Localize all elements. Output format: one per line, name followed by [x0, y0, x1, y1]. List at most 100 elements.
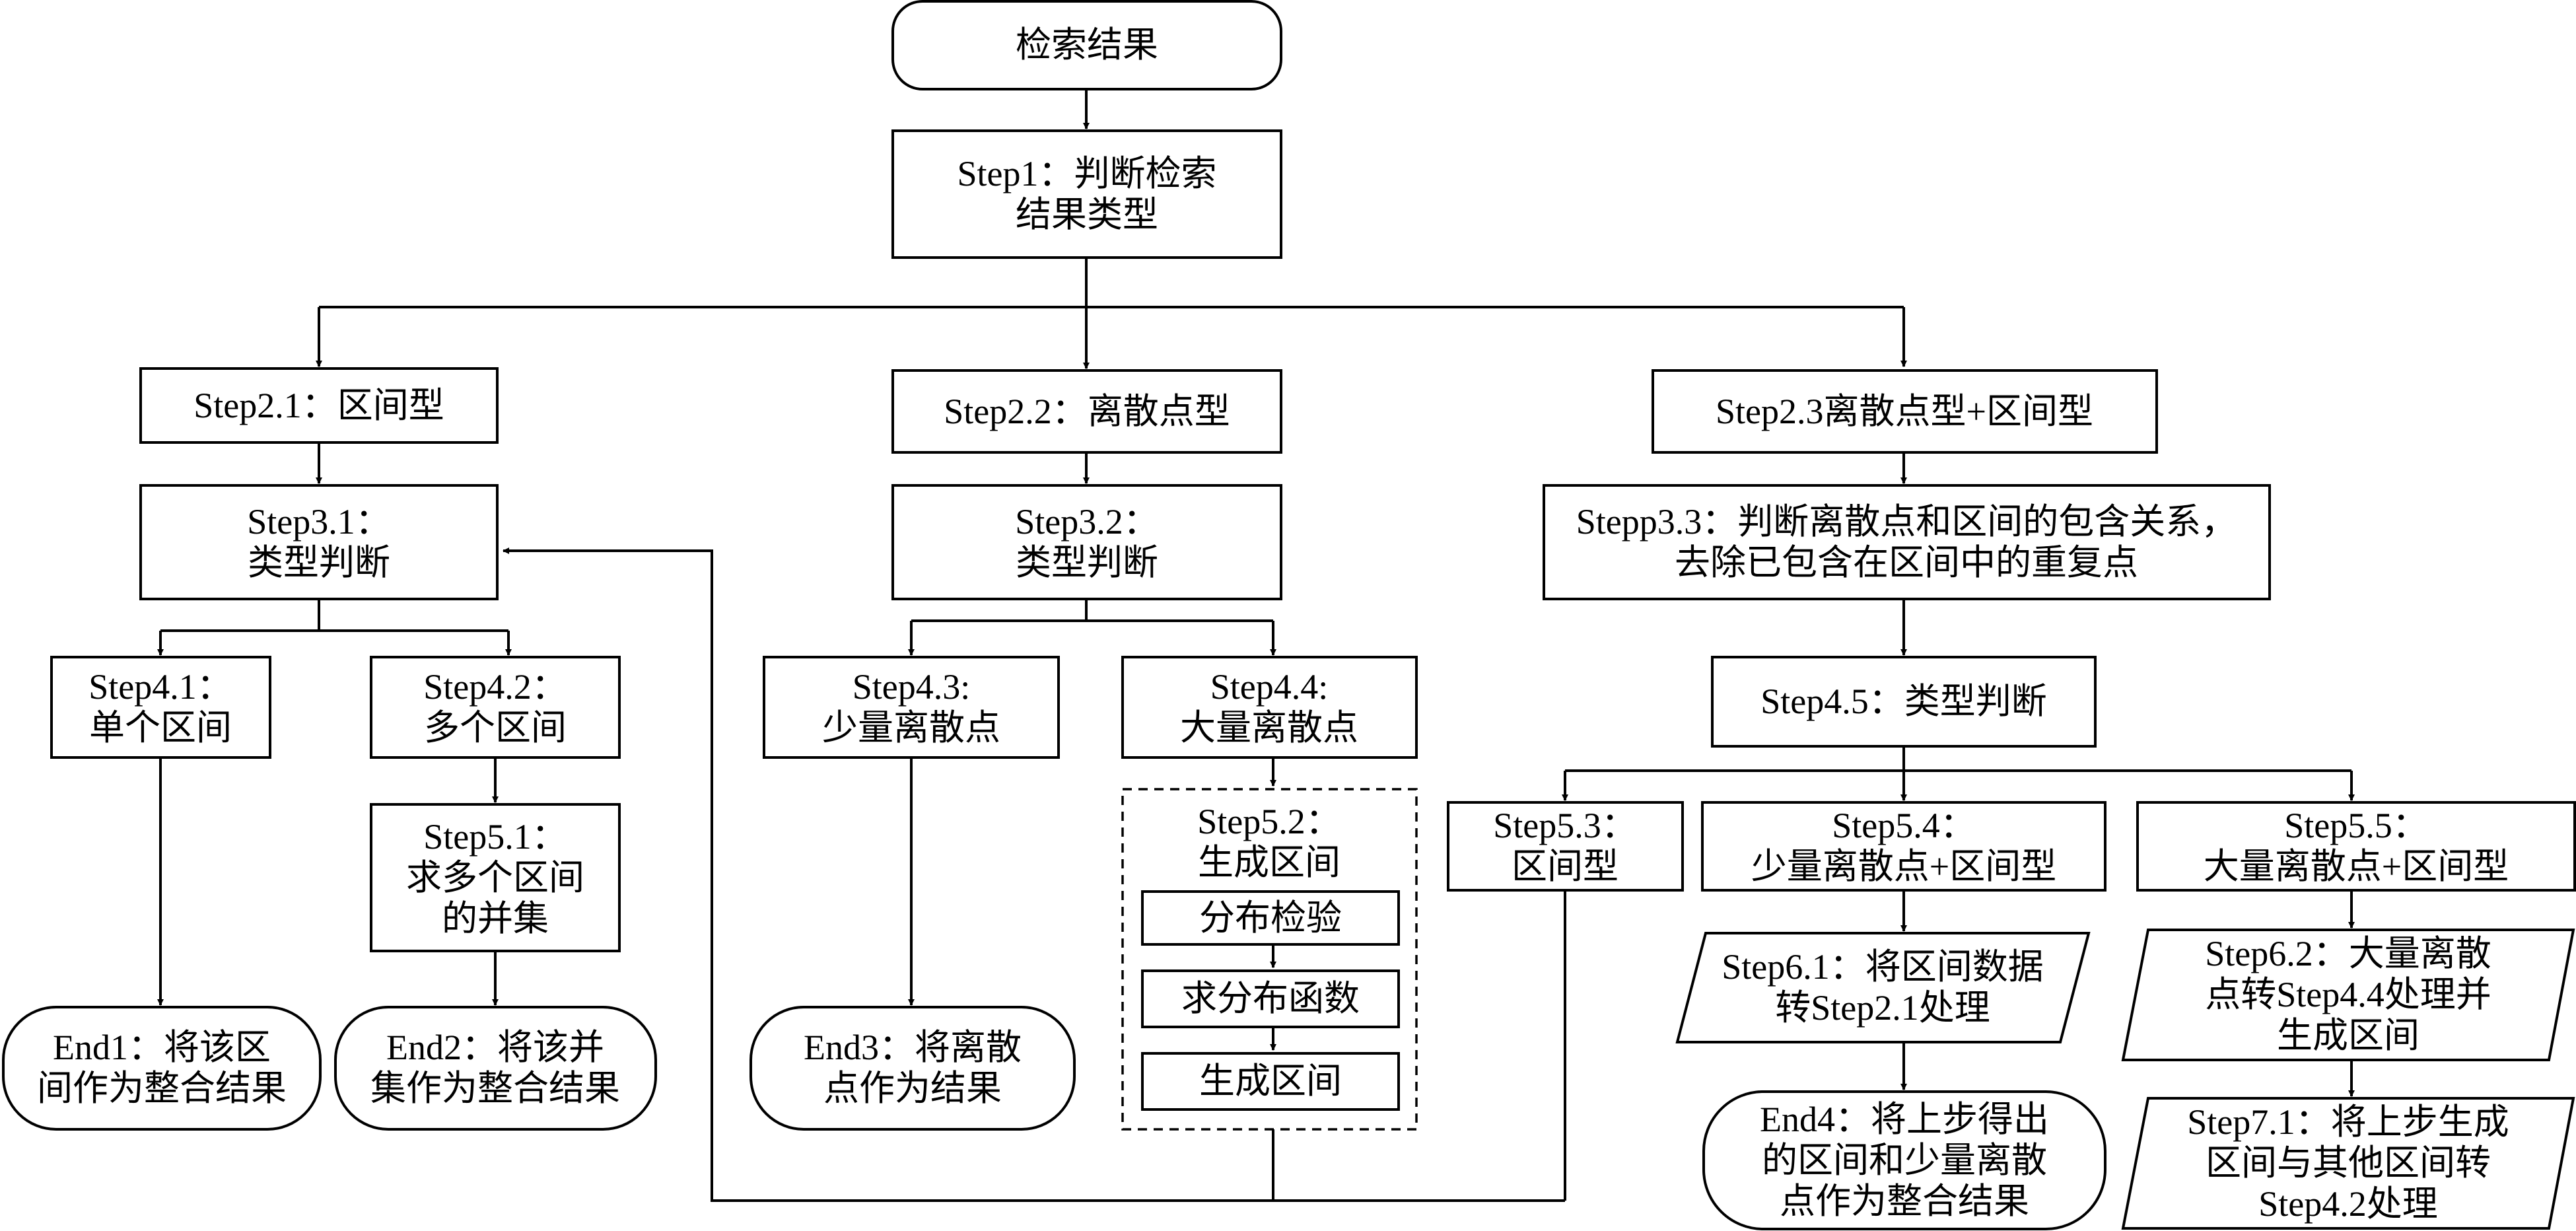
step3-1-label: Step3.1：类型判断	[247, 502, 391, 582]
step5-2-b-label-line-1: 求分布函数	[1181, 979, 1360, 1018]
step2-3-label: Step2.3离散点型+区间型	[1716, 392, 2093, 431]
step5-2-c-label-line-1: 生成区间	[1199, 1061, 1342, 1101]
step5-3-label-line-2: 区间型	[1512, 847, 1619, 886]
end4-label: End4：将上步得出的区间和少量离散点作为整合结果	[1760, 1100, 2049, 1221]
step3-1-box	[139, 484, 499, 600]
step1-label: Step1：判断检索结果类型	[957, 154, 1216, 234]
end2-label-line-1: End2：将该并	[386, 1028, 604, 1067]
step4-4-box	[1121, 656, 1418, 759]
step2-3-label-line-1: Step2.3离散点型+区间型	[1716, 392, 2093, 431]
step5-3-label: Step5.3：区间型	[1493, 806, 1637, 886]
end4-label-line-2: 的区间和少量离散	[1762, 1141, 2047, 1180]
step3-3-box	[1543, 484, 2271, 600]
step5-5-label-line-1: Step5.5：	[2284, 806, 2428, 845]
step2-3-box	[1652, 369, 2158, 454]
step3-2-label: Step3.2：类型判断	[1015, 502, 1159, 582]
step5-2-b-box	[1141, 969, 1400, 1028]
step5-2-label-line-2: 生成区间	[1198, 843, 1340, 882]
step6-1-label-line-1: Step6.1：将区间数据	[1722, 947, 2044, 987]
step2-1-box	[139, 367, 499, 444]
step5-1-label-line-3: 的并集	[442, 899, 549, 938]
step5-5-box	[2136, 801, 2576, 892]
step5-2-c-label: 生成区间	[1199, 1061, 1342, 1101]
end1-label: End1：将该区间作为整合结果	[37, 1028, 287, 1108]
end4-label-line-3: 点作为整合结果	[1780, 1181, 2029, 1221]
end3-node	[749, 1006, 1076, 1131]
step5-3-box	[1447, 801, 1684, 892]
step5-4-label: Step5.4：少量离散点+区间型	[1751, 806, 2056, 886]
step5-2-a-box	[1141, 890, 1400, 946]
step4-3-label-line-2: 少量离散点	[822, 708, 1000, 748]
step4-3-box	[763, 656, 1060, 759]
step4-4-label: Step4.4:大量离散点	[1180, 667, 1358, 748]
step4-2-label-line-1: Step4.2：	[423, 667, 567, 707]
start-node	[891, 0, 1282, 90]
step2-2-label: Step2.2：离散点型	[944, 392, 1230, 431]
step7-1-label-line-3: Step4.2处理	[2258, 1184, 2438, 1224]
step6-1-parallelogram	[1675, 932, 2091, 1043]
step5-2-group	[1121, 788, 1418, 1131]
labels: 检索结果 Step1：判断检索结果类型 Step2.1：区间型 Step2.2：…	[37, 25, 2509, 1224]
step6-2-parallelogram	[2121, 929, 2575, 1061]
step2-2-box	[891, 369, 1282, 454]
step3-1-label-line-2: 类型判断	[248, 543, 390, 582]
step4-1-label-line-1: Step4.1：	[88, 667, 232, 707]
step6-1-label-line-2: 转Step2.1处理	[1775, 988, 1990, 1028]
end2-node	[334, 1006, 657, 1131]
end3-label: End3：将离散点作为结果	[804, 1028, 1022, 1108]
end1-node	[2, 1006, 322, 1131]
step1-label-line-1: Step1：判断检索	[957, 154, 1216, 193]
step5-4-box	[1701, 801, 2106, 892]
step3-2-label-line-2: 类型判断	[1016, 543, 1158, 582]
step7-1-label-line-2: 区间与其他区间转	[2206, 1143, 2491, 1183]
step4-2-label: Step4.2：多个区间	[423, 667, 567, 748]
step5-2-c-box	[1141, 1052, 1400, 1111]
step3-3-label-line-2: 去除已包含在区间中的重复点	[1675, 543, 2138, 582]
step5-3-label-line-1: Step5.3：	[1493, 806, 1637, 845]
step4-1-box	[50, 656, 271, 759]
step5-5-label-line-2: 大量离散点+区间型	[2204, 847, 2509, 886]
step5-2-label: Step5.2：生成区间	[1197, 802, 1341, 882]
step4-5-box	[1711, 656, 2097, 748]
step5-1-label-line-2: 求多个区间	[406, 858, 584, 897]
end1-label-line-2: 间作为整合结果	[37, 1069, 287, 1108]
step4-2-label-line-2: 多个区间	[424, 708, 567, 748]
step4-1-label: Step4.1：单个区间	[88, 667, 232, 748]
step4-5-label: Step4.5：类型判断	[1760, 682, 2047, 721]
step4-1-label-line-2: 单个区间	[89, 708, 232, 748]
step4-4-label-line-1: Step4.4:	[1210, 667, 1329, 707]
step5-2-a-label-line-1: 分布检验	[1199, 898, 1342, 938]
step1-box	[891, 129, 1282, 259]
step5-4-label-line-1: Step5.4：	[1832, 806, 1976, 845]
end2-label: End2：将该并集作为整合结果	[370, 1028, 620, 1108]
step3-3-label-line-1: Stepp3.3：判断离散点和区间的包含关系，	[1576, 502, 2237, 542]
step6-2-label-line-2: 点转Step4.4处理并	[2205, 975, 2491, 1014]
step5-1-label: Step5.1：求多个区间的并集	[406, 817, 584, 938]
step5-2-b-label: 求分布函数	[1181, 979, 1360, 1018]
step4-3-label: Step4.3:少量离散点	[822, 667, 1000, 748]
start-label: 检索结果	[1016, 25, 1158, 65]
step4-4-label-line-2: 大量离散点	[1180, 708, 1358, 748]
feedback-loop	[503, 547, 1274, 1202]
step7-1-parallelogram	[2121, 1097, 2575, 1230]
step4-5-label-line-1: Step4.5：类型判断	[1760, 682, 2047, 721]
step2-2-label-line-1: Step2.2：离散点型	[944, 392, 1230, 431]
step4-2-box	[370, 656, 621, 759]
end1-label-line-1: End1：将该区	[53, 1028, 271, 1067]
step3-2-label-line-1: Step3.2：	[1015, 502, 1159, 542]
step1-label-line-2: 结果类型	[1016, 195, 1158, 234]
end3-label-line-1: End3：将离散	[804, 1028, 1022, 1067]
start-label-line-1: 检索结果	[1016, 25, 1158, 65]
step5-1-box	[370, 803, 621, 952]
step7-1-label-line-1: Step7.1：将上步生成	[2187, 1102, 2509, 1142]
step3-3-label: Stepp3.3：判断离散点和区间的包含关系，去除已包含在区间中的重复点	[1576, 502, 2237, 582]
end2-label-line-2: 集作为整合结果	[370, 1069, 620, 1108]
step2-1-label: Step2.1：区间型	[193, 386, 444, 425]
connectors	[157, 89, 2355, 1202]
step5-2-label-line-1: Step5.2：	[1197, 802, 1341, 841]
step6-2-label: Step6.2：大量离散点转Step4.4处理并生成区间	[2205, 934, 2491, 1055]
end4-label-line-1: End4：将上步得出	[1760, 1100, 2049, 1139]
step5-1-label-line-1: Step5.1：	[423, 817, 567, 857]
